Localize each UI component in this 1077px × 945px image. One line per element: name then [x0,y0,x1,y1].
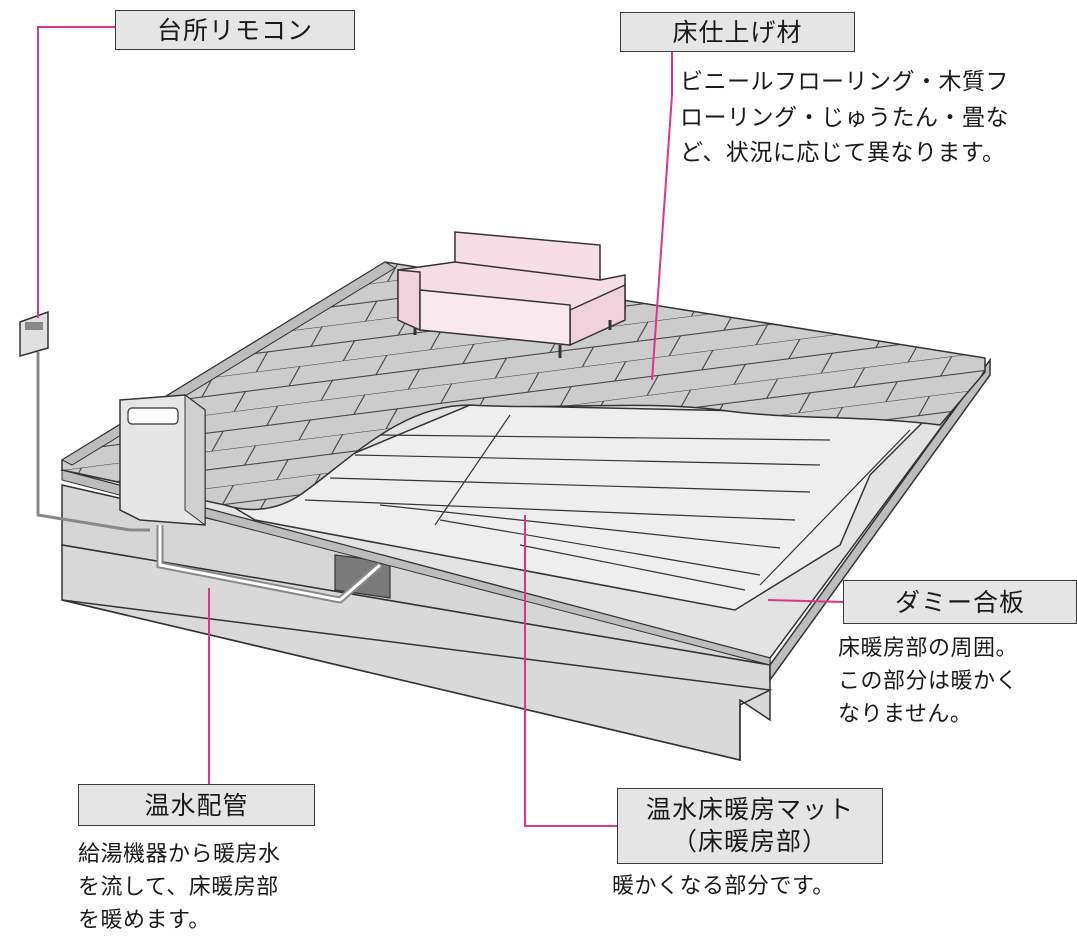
label-dummy-plywood: ダミー合板 [843,580,1077,624]
hot-water-pipe-desc-line: を暖めます。 [78,908,211,933]
heating-mat-desc-line: 暖かくなる部分です。 [612,874,835,899]
floor-finish-desc-line: ビニールフローリング・木質フ [680,69,1009,95]
label-heating-mat: 温水床暖房マット （床暖房部） [617,788,883,864]
label-kitchen-remote-text: 台所リモコン [156,15,313,45]
leader-lines [37,26,844,827]
label-dummy-plywood-text: ダミー合板 [894,587,1025,617]
floor-finish-desc-line: ローリング・じゅうたん・畳な [680,104,1009,131]
label-hot-water-pipe-text: 温水配管 [144,790,249,820]
dummy-plywood-description: 床暖房部の周囲。 この部分は暖かく なりません。 [838,632,1018,731]
label-heating-mat-line1: 温水床暖房マット [645,794,854,824]
dummy-plywood-desc-line: この部分は暖かく [838,669,1019,694]
label-kitchen-remote: 台所リモコン [115,10,355,50]
building-slab [61,357,991,761]
floor-finish-desc-line: ど、状況に応じて異なります。 [680,140,1006,167]
heating-mat [228,404,932,611]
label-floor-finish: 床仕上げ材 [620,12,855,52]
heating-mat-description: 暖かくなる部分です。 [612,870,835,903]
water-heater [119,394,206,526]
kitchen-remote [19,310,49,357]
label-heating-mat-line2: （床暖房部） [671,827,828,856]
floor-finish-description: ビニールフローリング・木質フ ローリング・じゅうたん・畳な ど、状況に応じて異な… [680,65,1009,172]
hot-water-pipe-desc-line: を流して、床暖房部 [78,875,279,900]
hot-water-pipe-desc-line: 給湯機器から暖房水 [78,842,281,867]
label-floor-finish-text: 床仕上げ材 [672,17,803,47]
dummy-plywood-desc-line: 床暖房部の周囲。 [838,636,1019,661]
label-hot-water-pipe: 温水配管 [78,784,315,826]
hot-water-pipe-description: 給湯機器から暖房水 を流して、床暖房部 を暖めます。 [78,838,281,937]
remote-wire [36,352,150,532]
sofa [397,231,626,358]
dummy-plywood-desc-line: なりません。 [838,702,973,727]
